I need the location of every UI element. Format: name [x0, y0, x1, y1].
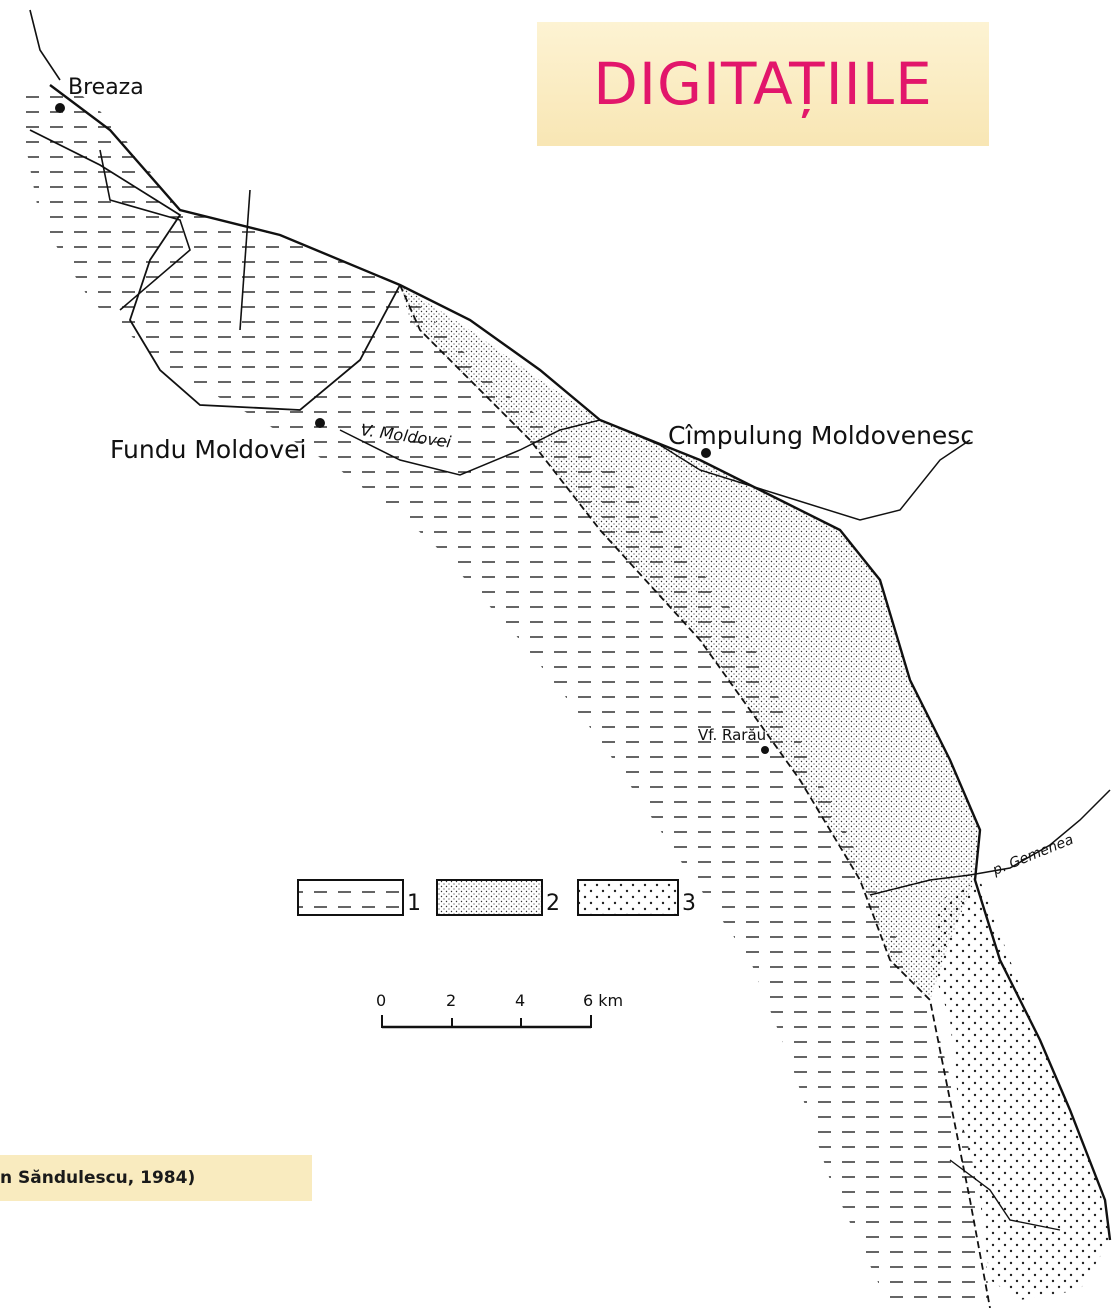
- fault-line-cross-2: [239, 189, 251, 331]
- scale-tick-2: 2: [446, 991, 456, 1010]
- legend-label-1: 1: [407, 891, 421, 916]
- fundu-moldovei-marker: [315, 418, 325, 428]
- scale-tick-0: 0: [376, 991, 386, 1010]
- fault-line-north: [29, 9, 61, 81]
- campulung-label: Cîmpulung Moldovenesc: [668, 421, 974, 450]
- scale-bar: 0 2 4 6 km: [376, 991, 623, 1029]
- fault-line-cross-1: [99, 149, 191, 311]
- minor-stream-south: [949, 1159, 1061, 1231]
- legend-swatch-2: [436, 879, 543, 916]
- legend-swatch-1: [297, 879, 404, 916]
- map-title: DIGITAȚIILE: [593, 50, 933, 118]
- breaza-marker: [55, 103, 65, 113]
- boundary-line-east: [49, 84, 1112, 1241]
- boundary-line-west: [399, 284, 991, 1308]
- source-citation: n Săndulescu, 1984): [0, 1168, 196, 1188]
- breaza-label: Breaza: [68, 75, 144, 100]
- legend-swatch-3: [577, 879, 679, 916]
- scale-tick-6: 6 km: [583, 991, 623, 1010]
- legend-label-2: 2: [546, 891, 560, 916]
- campulung-marker: [701, 448, 711, 458]
- unit-2-area: [400, 285, 980, 1000]
- fault-line-west-loop: [29, 129, 401, 411]
- scale-tick-4: 4: [515, 991, 525, 1010]
- gemenea-stream: [869, 789, 1111, 896]
- gemenea-label: p. Gemenea: [990, 832, 1076, 879]
- raraul-label: Vf. Rarău: [698, 726, 766, 744]
- moldova-river: [339, 419, 971, 521]
- legend-label-3: 3: [682, 891, 696, 916]
- unit-1-area: [15, 85, 990, 1308]
- fundu-moldovei-label: Fundu Moldovei: [110, 435, 306, 464]
- raraul-marker: [761, 746, 769, 754]
- legend: 1 2 3: [297, 879, 696, 916]
- title-box: DIGITAȚIILE: [537, 22, 989, 146]
- source-box: n Săndulescu, 1984): [0, 1155, 312, 1201]
- unit-3-area: [930, 880, 1110, 1300]
